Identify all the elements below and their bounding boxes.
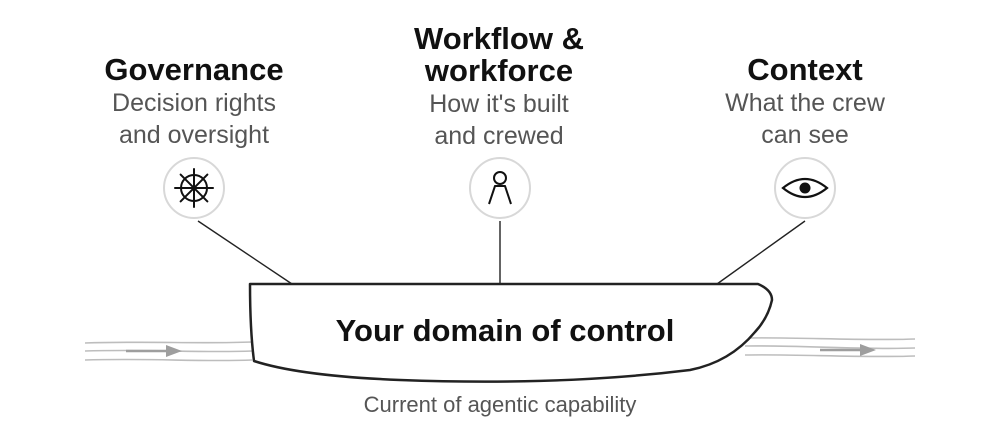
current-label: Current of agentic capability: [363, 392, 637, 417]
connector-governance: [197, 220, 293, 285]
connector-lines: [197, 220, 806, 285]
pillar-subtitle-line-1: How it's built: [429, 90, 569, 118]
pillar-subtitle-line-2: can see: [761, 121, 849, 149]
ship-wheel-icon: [163, 157, 225, 219]
person-icon: [469, 157, 531, 219]
hull-shape: [248, 282, 774, 383]
pillar-subtitle-line-1: What the crew: [725, 89, 885, 117]
hull-label: Your domain of control: [335, 313, 675, 348]
pillar-title: Governance: [104, 52, 284, 87]
pillar-subtitle-line-1: Decision rights: [112, 89, 276, 117]
pillar-title: Context: [747, 52, 863, 87]
pillar-context: Context What the crew can see: [655, 54, 955, 151]
pillar-workflow: Workflow & workforce How it's built and …: [349, 23, 649, 152]
pillar-subtitle-line-2: and crewed: [434, 122, 564, 150]
current-arrow-left: [126, 345, 182, 357]
current-lines-right: [744, 337, 916, 358]
eye-icon: [774, 157, 836, 219]
pillar-governance: Governance Decision rights and oversight: [44, 54, 344, 151]
pillar-subtitle-line-2: and oversight: [118, 121, 270, 149]
connector-context: [716, 220, 806, 285]
pillar-title-line-2: workforce: [424, 53, 574, 88]
current-arrow-right: [820, 344, 876, 356]
pillar-title-line-1: Workflow &: [414, 21, 584, 56]
